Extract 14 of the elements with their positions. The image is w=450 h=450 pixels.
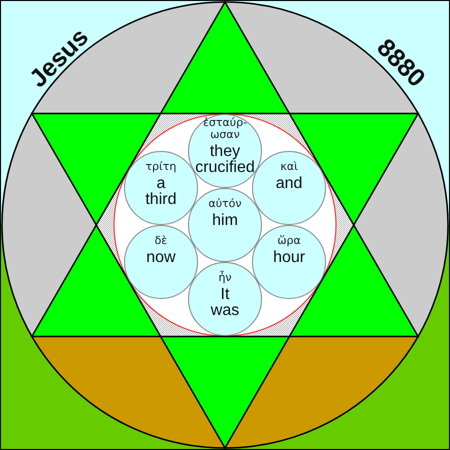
english-word: It was [210,287,240,319]
greek-word: τρίτη [145,161,176,173]
greek-word: ἐσταύρ- ωσαν [202,117,248,141]
greek-word: ὥρα [277,235,301,247]
greek-word: δὲ [154,235,168,247]
english-word: hour [273,250,306,266]
english-word: him [212,213,238,229]
english-word: now [146,250,176,266]
greek-word: καὶ [280,161,298,173]
english-word: a third [145,176,176,208]
greek-word: ἦν [218,272,232,284]
english-word: they crucified [195,144,255,176]
greek-word: αὐτόν [208,198,242,210]
english-word: and [276,176,302,192]
